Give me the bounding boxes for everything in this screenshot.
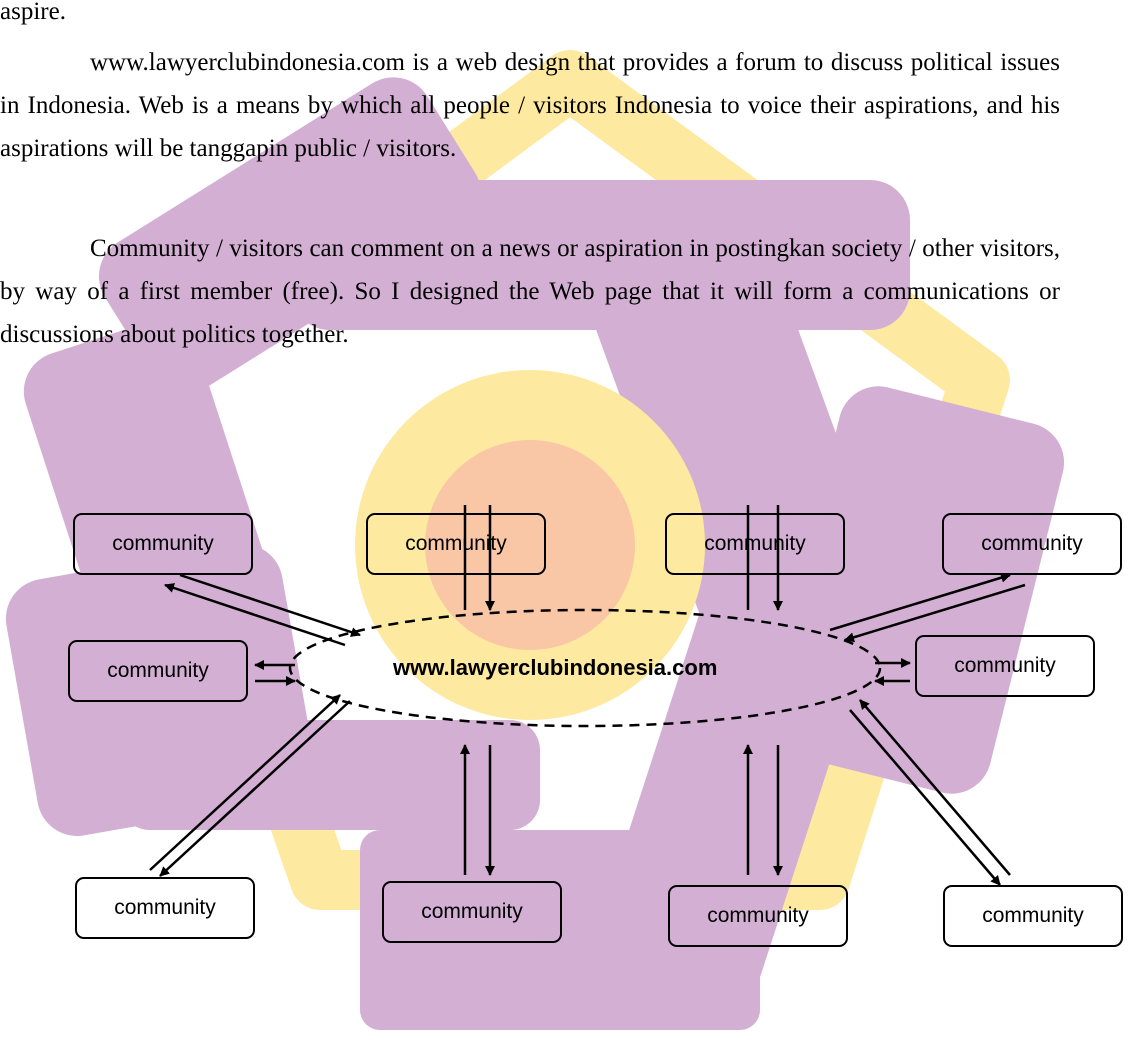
community-node-top-1: community	[73, 513, 253, 575]
hub-label: www.lawyerclubindonesia.com	[393, 655, 718, 680]
paragraph-community: Community / visitors can comment on a ne…	[0, 235, 1060, 348]
watermark-purple-bands	[5, 77, 1065, 1030]
community-node-bottom-4: community	[943, 885, 1123, 947]
community-node-left: community	[68, 640, 248, 702]
arrow-from-bottom-1	[149, 694, 341, 871]
arrow-from-top-4	[829, 572, 1011, 632]
arrow-to-top-4	[844, 583, 1026, 643]
paragraph-fragment: aspire.	[0, 0, 66, 25]
paragraph-intro: www.lawyerclubindonesia.com is a web des…	[0, 49, 1060, 162]
community-node-top-2: community	[366, 513, 546, 575]
community-diagram: community community community community …	[0, 505, 1128, 1038]
arrow-to-bottom-1	[159, 700, 351, 877]
community-node-bottom-2: community	[382, 881, 562, 943]
arrow-from-bottom-4	[859, 699, 1011, 876]
community-node-top-4: community	[942, 513, 1122, 575]
watermark-circle	[355, 370, 705, 720]
community-node-right: community	[915, 635, 1095, 697]
arrow-from-top-1	[179, 573, 361, 637]
arrow-to-top-1	[164, 583, 346, 647]
arrow-to-bottom-4	[849, 709, 1001, 886]
community-node-top-3: community	[665, 513, 845, 575]
community-node-bottom-3: community	[668, 885, 848, 947]
community-node-bottom-1: community	[75, 877, 255, 939]
hub-ellipse	[288, 608, 882, 728]
diagram-connectors	[149, 505, 1026, 886]
